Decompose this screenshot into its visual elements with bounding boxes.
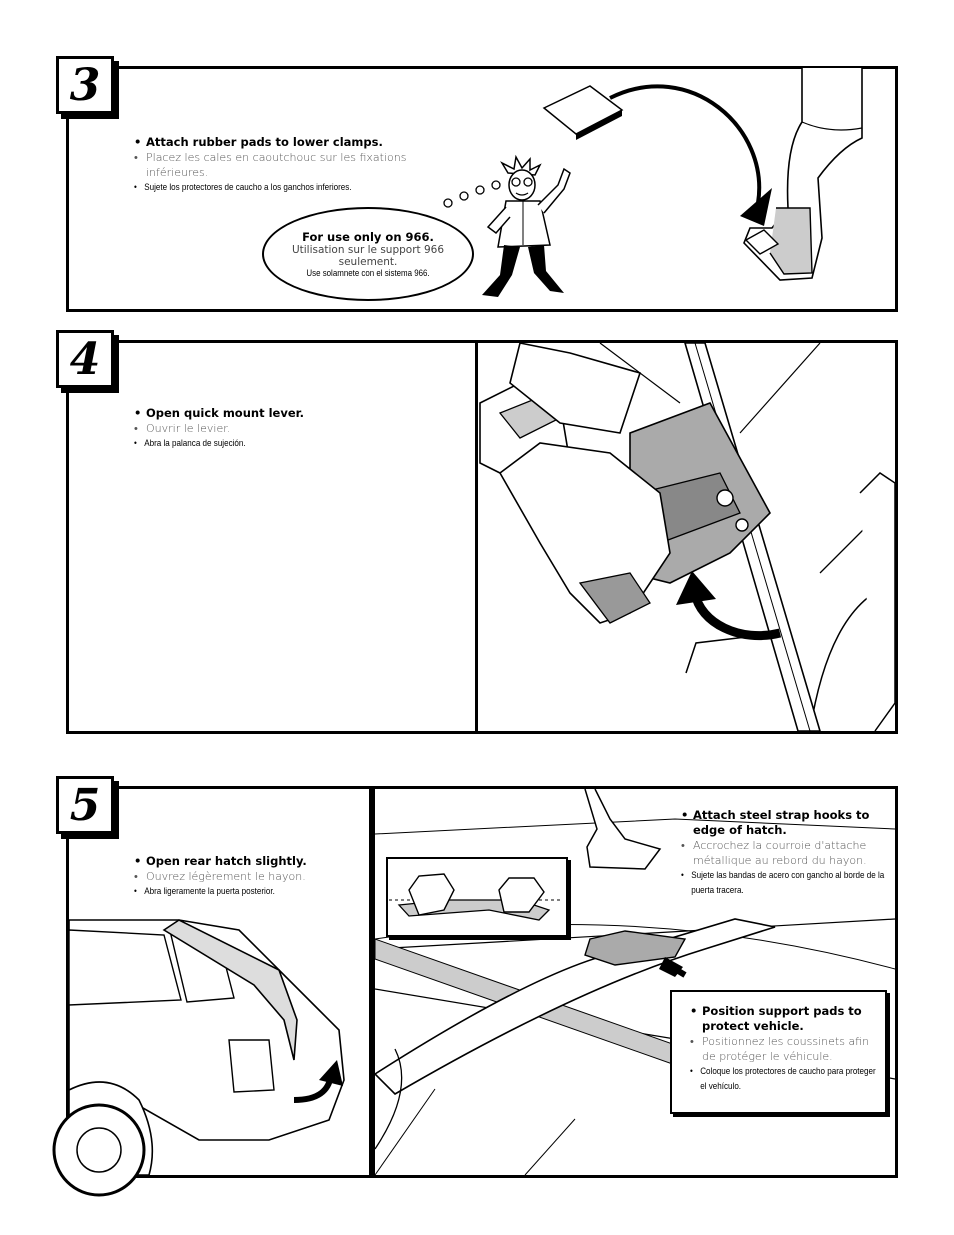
step3-note-oval: For use only on 966. Utilisation sur le … [262,207,474,301]
step5-instructions: Open rear hatch slightly. Ouvrez légèrem… [134,854,364,899]
step5-pads-en: Position support pads to protect vehicle… [690,1004,880,1034]
step5-hooks-instructions: Attach steel strap hooks to edge of hatc… [681,808,884,898]
step5-pads-instructions: Position support pads to protect vehicle… [690,1004,880,1094]
step3-note-en: For use only on 966. [302,230,434,244]
step5-pads-fr: Positionnez les coussinets afin de proté… [690,1034,880,1064]
step3-clamp-illustration [542,68,863,281]
step3-text-es: Sujete los protectores de caucho a los g… [134,180,415,195]
step4-text-es: Abra la palanca de sujeción. [134,436,406,451]
step5-pads-es: Coloque los protectores de caucho para p… [690,1064,879,1094]
step3-text-en: Attach rubber pads to lower clamps. [134,135,464,150]
step5-hooks-es: Sujete las bandas de acero con gancho al… [681,868,887,898]
step5-number: 5 [56,776,114,834]
step4-number: 4 [56,330,114,388]
step4-divider [475,340,478,734]
step3-number: 3 [56,56,114,114]
step4-instructions: Open quick mount lever. Ouvrir le levier… [134,406,454,451]
step5-hatch-illustration [373,788,896,1176]
step5-hooks-fr: Accrochez la courroie d'attache métalliq… [681,838,881,868]
step3-text-fr: Placez les cales en caoutchouc sur les f… [134,150,464,180]
step4-lever-illustration [479,342,896,732]
step5-text-es: Abra ligeramente la puerta posterior. [134,884,330,899]
step3-note-es: Use solamnete con el sistema 966. [306,268,430,278]
step5-inset-hands-illustration [389,873,563,921]
step3-mascot-illustration [443,154,571,297]
step5-text-en: Open rear hatch slightly. [134,854,364,869]
step5-text-fr: Ouvrez légèrement le hayon. [134,869,364,884]
step5-car-illustration [52,919,345,1197]
step3-instructions: Attach rubber pads to lower clamps. Plac… [134,135,464,195]
step3-note-fr: Utilisation sur le support 966 seulement… [291,244,445,268]
step4-text-fr: Ouvrir le levier. [134,421,454,436]
step5-hooks-en: Attach steel strap hooks to edge of hatc… [681,808,881,838]
step4-text-en: Open quick mount lever. [134,406,454,421]
